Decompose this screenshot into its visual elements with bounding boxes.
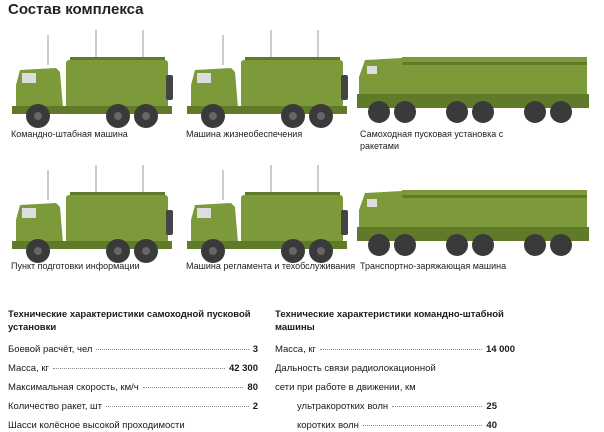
spec-key: Масса, кг <box>275 344 316 355</box>
dot-leader <box>96 349 249 350</box>
spec-row: сети при работе в движении, км <box>275 382 535 393</box>
specs-right-title: Технические характеристики командно-штаб… <box>275 309 504 333</box>
dot-leader <box>320 349 482 350</box>
spec-row: Боевой расчёт, чел 3 <box>8 344 258 355</box>
spec-row: Масса, кг 14 000 <box>275 344 515 355</box>
vehicle-launcher-illustration <box>357 190 589 256</box>
vehicle-label: Машина регламента и техобслуживания <box>186 261 356 271</box>
vehicle-kamaz-illustration <box>186 165 349 264</box>
spec-row: Дальность связи радиолокационной <box>275 363 535 374</box>
vehicle-label: Командно-штабная машина <box>11 129 128 139</box>
spec-value: 40 <box>486 420 497 431</box>
spec-row: Количество ракет, шт 2 <box>8 401 258 412</box>
dot-leader <box>362 425 483 426</box>
spec-value: 3 <box>252 344 258 355</box>
vehicle-label: Самоходная пусковая установка с ракетами <box>360 129 504 151</box>
dot-leader <box>392 406 483 407</box>
spec-key: коротких волн <box>297 420 359 431</box>
spec-value: 42 300 <box>228 363 258 374</box>
spec-row: коротких волн 40 <box>297 420 497 431</box>
spec-row: Шасси колёсное высокой проходимости <box>8 420 268 431</box>
spec-key: Шасси колёсное высокой проходимости <box>8 420 185 431</box>
spec-value: 25 <box>486 401 497 412</box>
specs-left-title: Технические характеристики самоходной пу… <box>8 309 251 333</box>
vehicle-label: Транспортно-заряжающая машина <box>360 261 507 271</box>
vehicle-kamaz-illustration <box>11 30 174 129</box>
spec-row: Масса, кг 42 300 <box>8 363 258 374</box>
spec-value: 2 <box>252 401 258 412</box>
spec-key: Количество ракет, шт <box>8 401 103 412</box>
dot-leader <box>142 387 244 388</box>
spec-row: Максимальная скорость, км/ч 80 <box>8 382 258 393</box>
spec-key: Боевой расчёт, чел <box>8 344 93 355</box>
dot-leader <box>106 406 249 407</box>
vehicle-label: Машина жизнеобеспечения <box>186 129 303 139</box>
spec-key: Дальность связи радиолокационной <box>275 363 436 374</box>
vehicle-kamaz-illustration <box>11 165 174 264</box>
spec-key: сети при работе в движении, км <box>275 382 416 393</box>
spec-row: ультракоротких волн 25 <box>297 401 497 412</box>
spec-key: ультракоротких волн <box>297 401 389 412</box>
vehicle-kamaz-illustration <box>186 30 349 129</box>
page-title: Состав комплекса <box>8 1 144 18</box>
spec-value: 80 <box>247 382 258 393</box>
spec-value: 14 000 <box>485 344 515 355</box>
dot-leader <box>53 368 225 369</box>
spec-key: Максимальная скорость, км/ч <box>8 382 139 393</box>
vehicle-label: Пункт подготовки информации <box>11 261 140 271</box>
spec-key: Масса, кг <box>8 363 49 374</box>
vehicle-launcher-illustration <box>357 57 589 123</box>
